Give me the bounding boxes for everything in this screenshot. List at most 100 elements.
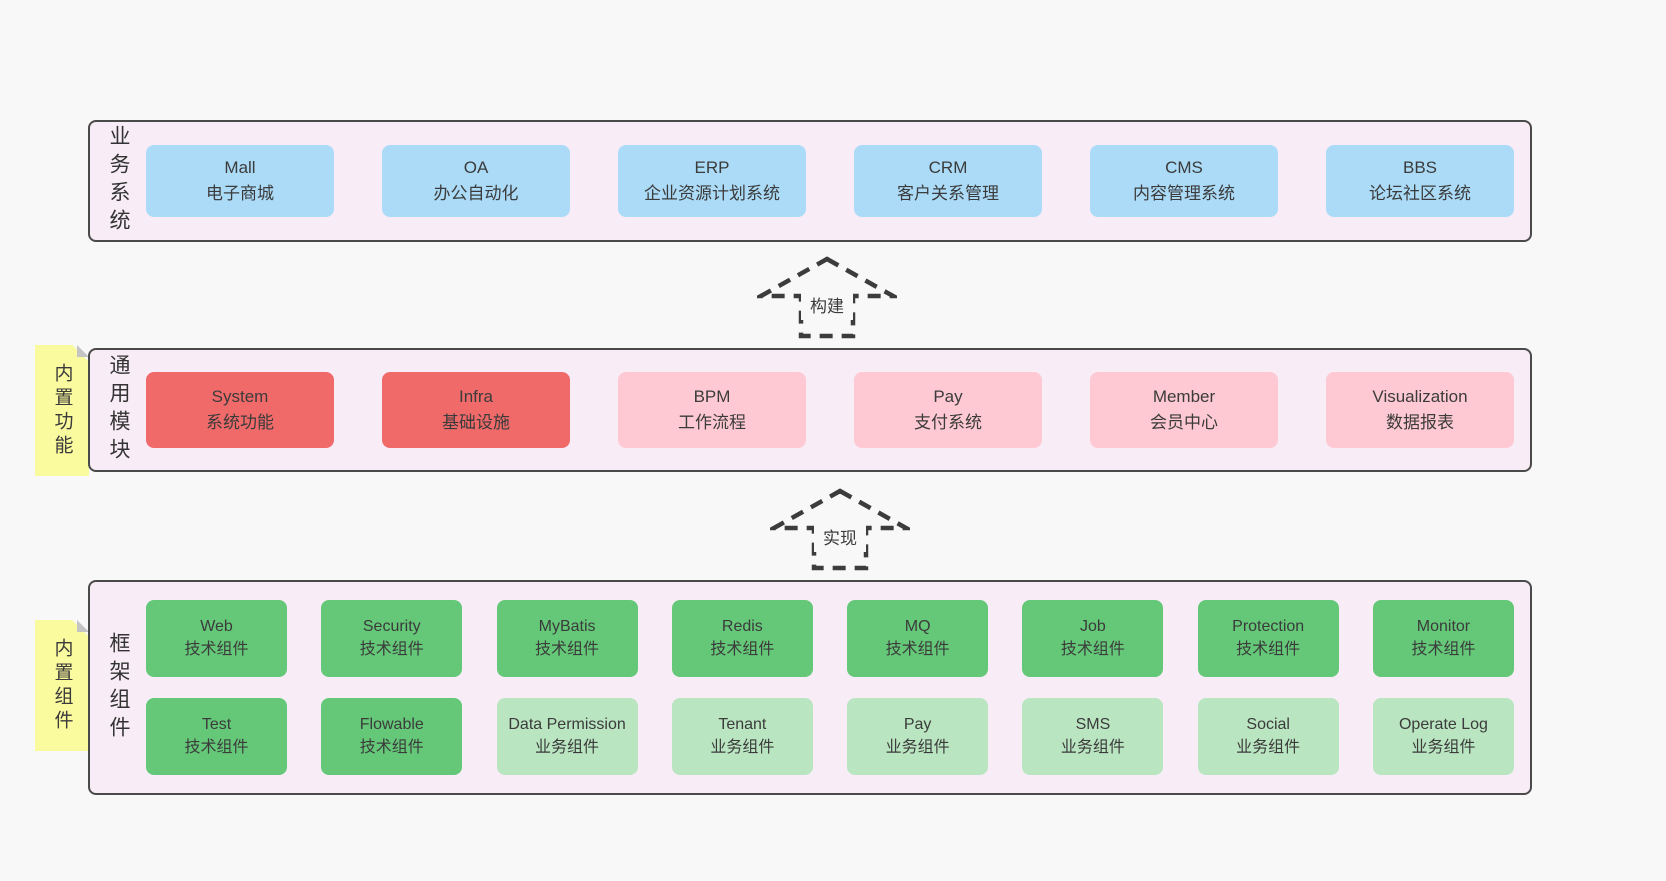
arrow-up-dashed-icon xyxy=(770,488,910,571)
box-title: CRM xyxy=(928,157,968,177)
box-subtitle: 技术组件 xyxy=(710,640,775,658)
box-subtitle: 业务组件 xyxy=(535,738,600,756)
band-business-systems: 业务系统 Mall 电子商城 OA 办公自动化 ERP 企业资源计划系统 CRM… xyxy=(88,120,1532,242)
box-social: Social 业务组件 xyxy=(1197,698,1339,775)
box-title: Social xyxy=(1246,715,1290,733)
box-web: Web 技术组件 xyxy=(146,600,287,677)
band-label-column: 业务系统 xyxy=(90,122,146,240)
box-pay-component: Pay 业务组件 xyxy=(847,698,989,775)
box-mybatis: MyBatis 技术组件 xyxy=(496,600,638,677)
box-subtitle: 工作流程 xyxy=(678,413,746,432)
box-title: Job xyxy=(1080,617,1106,635)
box-title: Pay xyxy=(933,386,963,406)
box-title: MQ xyxy=(904,617,931,635)
band-label-column: 框架组件 xyxy=(90,582,146,793)
arrow-label-background xyxy=(814,525,866,552)
band-common-modules: 通用模块 System 系统功能 Infra 基础设施 BPM 工作流程 Pay… xyxy=(88,348,1532,472)
box-subtitle: 技术组件 xyxy=(359,640,424,658)
box-title: ERP xyxy=(694,157,730,177)
box-title: Web xyxy=(200,617,233,635)
box-flowable: Flowable 技术组件 xyxy=(321,698,463,775)
band-business-systems-label: 业务系统 xyxy=(107,125,130,237)
box-subtitle: 会员中心 xyxy=(1150,413,1218,432)
box-protection: Protection 技术组件 xyxy=(1197,600,1339,677)
box-subtitle: 办公自动化 xyxy=(433,184,519,203)
box-system: System 系统功能 xyxy=(146,372,334,448)
box-monitor: Monitor 技术组件 xyxy=(1372,600,1514,677)
box-subtitle: 技术组件 xyxy=(1236,640,1301,658)
box-title: Member xyxy=(1152,386,1216,406)
arrow-build: 构建 xyxy=(757,256,897,339)
box-title: Protection xyxy=(1232,617,1305,635)
box-subtitle: 业务组件 xyxy=(710,738,775,756)
box-title: Security xyxy=(362,617,421,635)
box-job: Job 技术组件 xyxy=(1022,600,1164,677)
sticky-note-built-in-components: 内置组件 xyxy=(35,620,89,751)
box-title: Monitor xyxy=(1416,617,1471,635)
box-title: Tenant xyxy=(718,715,767,733)
box-operate-log: Operate Log 业务组件 xyxy=(1372,698,1514,775)
box-tenant: Tenant 业务组件 xyxy=(671,698,813,775)
box-cms: CMS 内容管理系统 xyxy=(1090,145,1278,217)
box-subtitle: 业务组件 xyxy=(1236,738,1301,756)
box-title: BBS xyxy=(1402,157,1438,177)
box-title: Mall xyxy=(224,157,256,177)
band-common-modules-label: 通用模块 xyxy=(107,354,130,466)
arrow-implement: 实现 xyxy=(770,488,910,571)
box-mq: MQ 技术组件 xyxy=(847,600,989,677)
sticky-note-label: 内置功能 xyxy=(51,362,73,459)
box-title: CMS xyxy=(1165,157,1203,177)
box-title: Redis xyxy=(721,617,763,635)
box-visualization: Visualization 数据报表 xyxy=(1326,372,1514,448)
box-oa: OA 办公自动化 xyxy=(382,145,570,217)
box-subtitle: 业务组件 xyxy=(1411,738,1476,756)
sticky-note-built-in-functions: 内置功能 xyxy=(35,345,89,476)
box-title: OA xyxy=(463,157,489,177)
arrow-up-dashed-icon xyxy=(757,256,897,339)
arrow-label-background xyxy=(801,293,853,320)
box-title: Test xyxy=(201,715,232,733)
box-title: System xyxy=(211,386,269,406)
box-subtitle: 论坛社区系统 xyxy=(1369,184,1471,203)
box-subtitle: 技术组件 xyxy=(1411,640,1476,658)
box-infra: Infra 基础设施 xyxy=(382,372,570,448)
box-bbs: BBS 论坛社区系统 xyxy=(1326,145,1514,217)
box-title: MyBatis xyxy=(538,617,596,635)
box-mall: Mall 电子商城 xyxy=(146,145,334,217)
box-subtitle: 内容管理系统 xyxy=(1133,184,1235,203)
box-bpm: BPM 工作流程 xyxy=(618,372,806,448)
box-title: Flowable xyxy=(359,715,424,733)
box-redis: Redis 技术组件 xyxy=(671,600,813,677)
band-business-systems-content: Mall 电子商城 OA 办公自动化 ERP 企业资源计划系统 CRM 客户关系… xyxy=(146,122,1530,240)
box-subtitle: 电子商城 xyxy=(206,184,274,203)
band-label-column: 通用模块 xyxy=(90,350,146,470)
box-subtitle: 技术组件 xyxy=(184,738,249,756)
box-subtitle: 支付系统 xyxy=(914,413,982,432)
sticky-note-label: 内置组件 xyxy=(51,637,73,734)
box-subtitle: 数据报表 xyxy=(1386,413,1454,432)
box-title: Operate Log xyxy=(1398,715,1488,733)
box-subtitle: 业务组件 xyxy=(1060,738,1125,756)
band-framework-components-label: 框架组件 xyxy=(107,631,130,744)
box-subtitle: 技术组件 xyxy=(885,640,950,658)
box-data-permission: Data Permission 业务组件 xyxy=(496,698,638,775)
arrow-implement-label: 实现 xyxy=(823,529,857,548)
box-title: Infra xyxy=(458,386,494,406)
box-title: SMS xyxy=(1075,715,1111,733)
band-common-modules-content: System 系统功能 Infra 基础设施 BPM 工作流程 Pay 支付系统… xyxy=(146,350,1530,470)
band-framework-components-content: Web 技术组件 Security 技术组件 MyBatis 技术组件 Redi… xyxy=(146,582,1530,793)
box-title: Pay xyxy=(903,715,932,733)
box-subtitle: 企业资源计划系统 xyxy=(644,184,780,203)
arrow-build-label: 构建 xyxy=(810,297,844,316)
box-crm: CRM 客户关系管理 xyxy=(854,145,1042,217)
box-subtitle: 技术组件 xyxy=(359,738,424,756)
box-subtitle: 技术组件 xyxy=(184,640,249,658)
box-subtitle: 基础设施 xyxy=(442,413,510,432)
box-subtitle: 技术组件 xyxy=(1060,640,1125,658)
box-subtitle: 系统功能 xyxy=(206,413,274,432)
box-member: Member 会员中心 xyxy=(1090,372,1278,448)
band-framework-components: 框架组件 Web 技术组件 Security 技术组件 MyBatis 技术组件… xyxy=(88,580,1532,795)
box-subtitle: 业务组件 xyxy=(885,738,950,756)
box-subtitle: 客户关系管理 xyxy=(897,184,999,203)
